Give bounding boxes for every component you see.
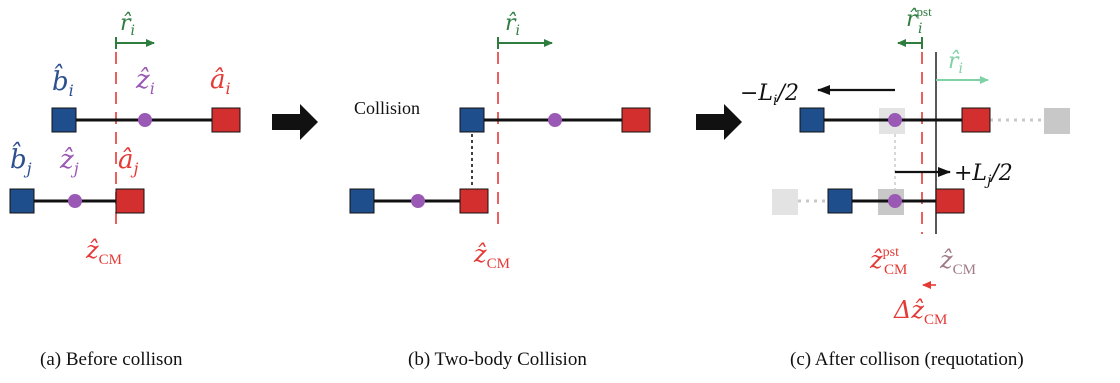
bead-z-i [548,113,562,127]
bead-b-j [9,188,35,214]
transition-arrow-2 [696,104,742,140]
transition-arrow-1 [272,104,318,140]
r-i-label: r̂i [120,11,135,39]
ghost-bead-i-end [1044,108,1070,134]
bead-z-j [68,194,82,208]
bead-a-j [935,188,965,214]
bead-a-j [459,188,489,214]
r-pst-label: r̂pst [906,4,932,32]
delta-zcm-label: ΔẑCM [893,296,947,328]
bead-z-j [888,194,902,208]
b-i-label: b̂i [52,63,74,100]
caption-b: (b) Two-body Collision [408,349,587,370]
caption-c: (c) After collison (requotation) [790,349,1024,370]
zcm-label: ẑCM [473,240,510,272]
ghost-bead-j-start [772,189,798,215]
bead-b-j [349,188,375,214]
bead-a-i [621,107,651,133]
panel-b: Collision r̂i ẑCM (b) Two-body Collision [349,11,651,370]
b-j-label: b̂j [10,141,32,178]
panel-c: r̂pst i r̂i −Li/2 +Lj/2 [740,4,1070,370]
bead-b-i [799,107,825,133]
panel-a: r̂i b̂i ẑi âi b̂j ẑj âj [9,11,241,370]
minus-L-label: −Li/2 [740,81,799,109]
bead-a-i [211,107,241,133]
zcm-pst-sub: CM [884,262,907,278]
a-j-label: âj [118,145,139,178]
plus-L-label: +Lj/2 [954,161,1013,189]
zcm-old-label: ẑCM [939,246,976,278]
collision-label: Collision [354,98,420,118]
z-j-label: ẑj [59,145,79,178]
bead-z-j [411,194,425,208]
bead-b-i [51,107,77,133]
zcm-pst-label: ẑpst [869,245,899,274]
bead-b-j [827,188,853,214]
bead-z-i [138,113,152,127]
bead-a-i [961,107,991,133]
bead-z-i [888,113,902,127]
bead-a-j [115,188,145,214]
bead-b-i [459,107,485,133]
caption-a: (a) Before collison [40,349,183,370]
r-i-label: r̂i [505,11,520,39]
r-pst-sub: i [918,21,922,37]
zcm-label: ẑCM [85,236,122,268]
z-i-label: ẑi [135,65,155,98]
r-i-light-label: r̂i [948,49,963,77]
a-i-label: âi [210,65,231,98]
